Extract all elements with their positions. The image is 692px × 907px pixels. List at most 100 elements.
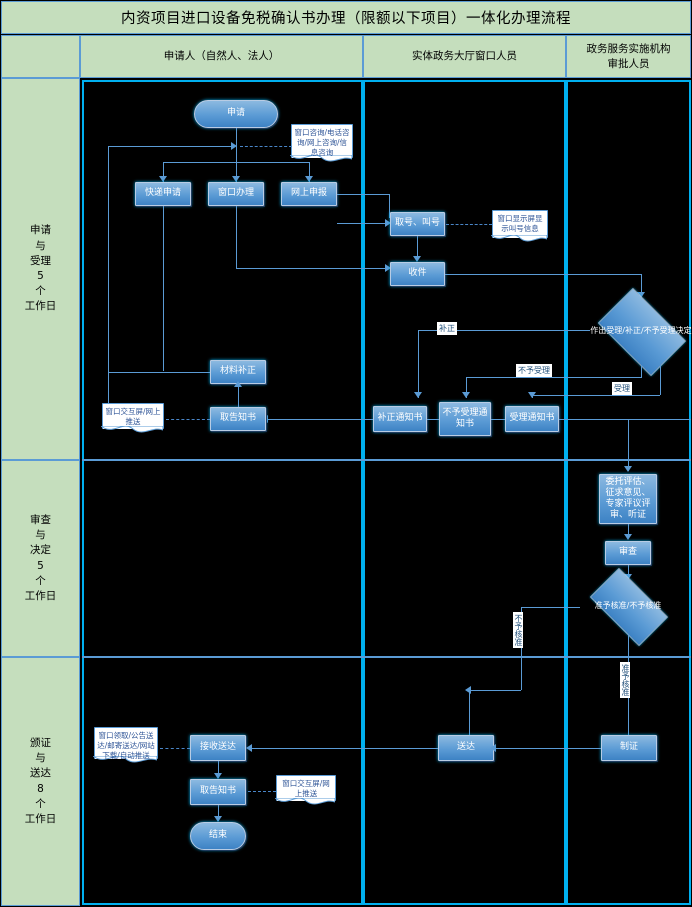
arrow-get-to-material [234,381,242,387]
arrow-to-expert [624,466,632,472]
row-separator-2 [82,656,691,658]
node-make-cert[interactable]: 制证 [601,735,657,761]
page-title: 内资项目进口设备免税确认书办理（限额以下项目）一体化办理流程 [121,11,571,27]
node-online-declare[interactable]: 网上申报 [281,182,337,206]
conn-online-to-take-h [337,223,389,224]
node-receive-docs[interactable]: 收件 [390,262,445,286]
conn-fix-reject-link [427,419,439,420]
conn-fix-h [418,330,590,331]
conn-get-to-material [238,384,239,407]
arrow-take-to-receive [413,256,421,262]
node-express-apply[interactable]: 快递申请 [135,182,191,206]
node-examine[interactable]: 审查 [605,541,651,565]
conn-accept-notice-right [559,419,691,420]
conn-fix-v [418,330,419,398]
conn-branch-right [309,162,310,182]
conn-notices-left [266,419,373,420]
conn-reject-accept-link [491,419,505,420]
chart-title-band: 内资项目进口设备免税确认书办理（限额以下项目）一体化办理流程 [1,1,691,34]
node-window-handle[interactable]: 窗口办理 [208,182,264,206]
node-material-fix[interactable]: 材料补正 [210,360,266,384]
node-get-notice-1[interactable]: 取告知书 [210,407,266,431]
note-delivery-ways-text: 窗口领取/公告送达/邮寄送达/网站下载/自动推送 [97,731,155,760]
arrow-get2-to-end [214,816,222,822]
node-end[interactable]: 结束 [190,822,246,850]
conn-accept-v1 [660,365,661,395]
node-decision-accept[interactable]: 作出受理/补正/不予受理决定 [589,288,692,376]
arrow-makecert-to-deliver [490,744,496,752]
node-receive-docs-label: 收件 [408,268,427,279]
node-get-notice-2[interactable]: 取告知书 [190,779,246,805]
conn-window-down [236,206,237,268]
node-decision-approve[interactable]: 准予核准/不予核准 [580,568,676,646]
conn-notapproved-h1 [521,607,580,608]
arrow-receive-to-get2 [214,773,222,779]
node-expert-review[interactable]: 委托评估、征求意见、专家评议评审、听证 [599,474,657,524]
edge-label-not-approved: 不予核准 [513,612,523,648]
note-screen-call-text: 窗口显示屏显示叫号信息 [497,214,543,233]
canvas-col-applicant [82,80,363,905]
column-header-applicant-label: 申请人（自然人、法人） [163,50,280,63]
node-reject-notice[interactable]: 不予受理通知书 [439,402,491,436]
conn-left-return-top [108,146,232,147]
arrow-fix-to-notice [414,392,422,398]
arrow-deliver-to-receive [246,744,252,752]
node-take-number[interactable]: 取号、叫号 [390,212,445,236]
conn-reject-v1 [641,365,642,377]
edge-label-reject: 不予受理 [516,364,552,377]
conn-take-screen-dashed [446,224,492,225]
lane-label-issue-text: 颁证 与 送达 8 个 工作日 [24,736,57,825]
conn-receive-to-get2 [218,761,219,778]
node-end-label: 结束 [208,830,227,841]
node-receive-delivery[interactable]: 接收送达 [190,735,246,761]
column-header-approval-staff: 政务服务实施机构 审批人员 [566,35,691,78]
node-make-cert-label: 制证 [619,742,638,753]
note-interactive-push-1: 窗口交互屏/网上推送 [101,403,164,433]
arrow-notapproved-left [465,686,471,694]
node-fix-notice-label: 补正通知书 [377,413,423,424]
node-material-fix-label: 材料补正 [219,366,256,377]
edge-label-approved: 准予核准 [620,662,630,698]
conn-examine-to-decision [628,565,629,579]
column-header-applicant: 申请人（自然人、法人） [80,35,363,78]
arrow-expert-to-examine [624,534,632,540]
column-header-window-staff-label: 实体政务大厅窗口人员 [412,50,517,63]
column-header-window-staff: 实体政务大厅窗口人员 [363,35,566,78]
conn-notapproved-v [521,607,522,690]
conn-left-return-vert [108,146,109,416]
note-screen-call: 窗口显示屏显示叫号信息 [491,210,548,242]
note-consult-text: 窗口咨询/电话咨询/网上咨询/信息咨询 [294,128,350,157]
arrow-reject-to-notice [462,392,470,398]
lane-label-accept-text: 申请 与 受理 5 个 工作日 [24,224,57,313]
node-deliver[interactable]: 送达 [438,735,494,761]
edge-label-accept: 受理 [612,382,632,395]
node-get-notice-2-label: 取告知书 [199,786,236,797]
node-fix-notice[interactable]: 补正通知书 [373,406,427,432]
node-accept-notice[interactable]: 受理通知书 [505,406,559,432]
arrow-to-express [159,176,167,182]
node-window-handle-label: 窗口办理 [217,188,254,199]
node-express-apply-label: 快递申请 [144,188,181,199]
conn-apply-consult-dashed [240,146,292,147]
conn-push2-dashed [248,791,276,792]
node-online-declare-label: 网上申报 [290,188,327,199]
conn-window-to-receive [236,268,389,269]
conn-reject-h [466,377,642,378]
node-apply-label: 申请 [226,108,245,119]
canvas-col-approval [566,80,691,905]
conn-get2-to-end [218,805,219,821]
conn-express-down [163,206,164,371]
conn-apply-down [236,128,237,188]
conn-take-to-receive [417,236,418,260]
header-corner-cell [1,35,80,78]
lane-label-issue: 颁证 与 送达 8 个 工作日 [1,657,80,906]
conn-accept-h [532,395,660,396]
node-apply[interactable]: 申请 [194,100,278,128]
conn-receive-to-decision-v [641,274,642,296]
note-interactive-push-1-text: 窗口交互屏/网上推送 [105,407,161,426]
note-interactive-push-2: 窗口交互屏/网上推送 [275,775,336,805]
edge-label-fix: 补正 [437,322,457,335]
note-wave-icon [93,756,157,763]
column-header-approval-staff-label: 政务服务实施机构 审批人员 [586,43,671,70]
